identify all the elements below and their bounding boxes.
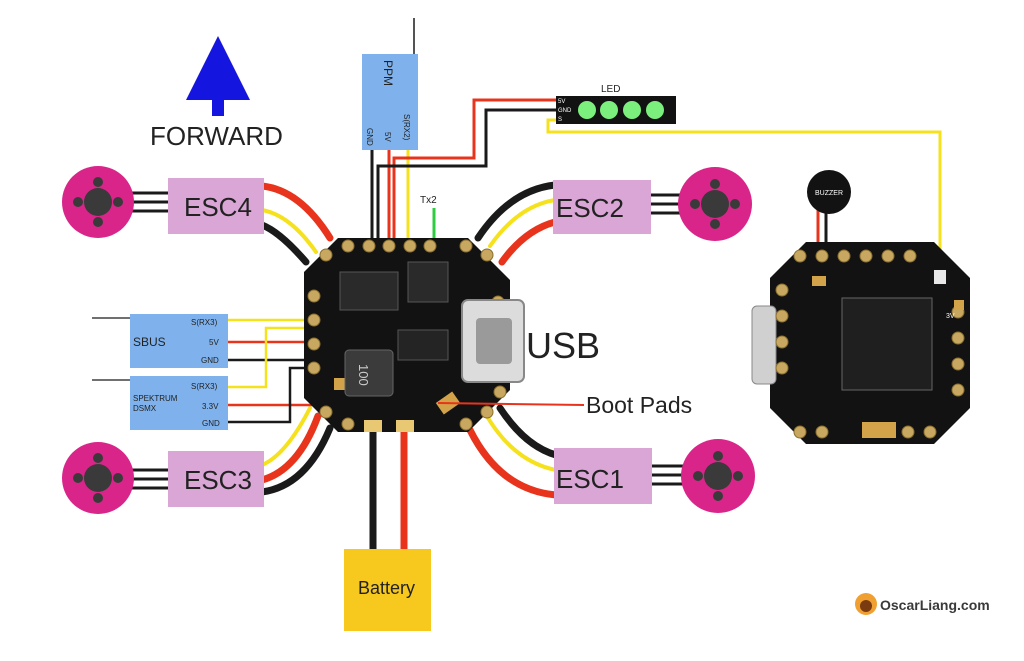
esc-wires <box>258 181 560 499</box>
receiver-wires <box>92 317 340 424</box>
sbus-receiver: SBUS S(RX3) 5V GND <box>130 314 228 368</box>
usb-label: USB <box>526 325 600 366</box>
motor-1 <box>681 439 755 513</box>
motor-3 <box>62 442 134 514</box>
sbus-pin-5v: 5V <box>209 338 219 347</box>
led-pin-gnd: GND <box>558 108 572 114</box>
led-pin-5v: 5V <box>558 99 565 105</box>
led-pin-s: S <box>558 117 562 123</box>
ppm-title: PPM <box>381 60 395 86</box>
led-wires <box>376 98 942 276</box>
rear-pad-label: 3V <box>946 313 955 320</box>
esc1-box: ESC1 <box>554 448 652 504</box>
battery-label: Battery <box>358 578 415 598</box>
esc4-box: ESC4 <box>168 178 264 234</box>
spektrum-receiver: SPEKTRUM DSMX S(RX3) 3.3V GND <box>130 376 228 430</box>
boot-pads-pointer <box>437 402 585 406</box>
buzzer: BUZZER <box>807 170 851 214</box>
watermark: OscarLiang.com <box>855 593 990 615</box>
battery-wires <box>369 428 408 552</box>
ppm-pin-gnd: GND <box>365 128 374 146</box>
forward-label: FORWARD <box>150 121 283 151</box>
ppm-receiver: PPM GND 5V S(RX2) <box>362 54 418 150</box>
sbus-pin-gnd: GND <box>201 356 219 365</box>
esc4-label: ESC4 <box>184 192 252 222</box>
spektrum-title-1: SPEKTRUM <box>133 394 178 403</box>
flight-controller-board: 100 <box>304 238 525 432</box>
flight-controller-rear: 3V <box>751 242 970 444</box>
motor-leads <box>130 191 684 490</box>
esc1-label: ESC1 <box>556 464 624 494</box>
motor-4 <box>62 166 134 238</box>
spektrum-title-2: DSMX <box>133 404 157 413</box>
ppm-pin-signal: S(RX2) <box>402 114 411 141</box>
esc3-label: ESC3 <box>184 465 252 495</box>
led-strip: 5V GND S <box>556 96 676 124</box>
buzzer-label: BUZZER <box>815 190 843 197</box>
inductor-label: 100 <box>356 364 371 386</box>
watermark-text: OscarLiang.com <box>880 597 990 613</box>
usb-port-icon <box>461 299 525 383</box>
spektrum-pin-signal: S(RX3) <box>191 382 218 391</box>
spektrum-pin-3v3: 3.3V <box>202 402 219 411</box>
led-label: LED <box>601 84 620 95</box>
forward-arrow-icon <box>186 36 250 116</box>
sbus-title: SBUS <box>133 335 166 349</box>
esc2-label: ESC2 <box>556 193 624 223</box>
motor-2 <box>678 167 752 241</box>
boot-pads-label: Boot Pads <box>586 392 692 418</box>
sbus-pin-signal: S(RX3) <box>191 318 218 327</box>
tx2-label: Tx2 <box>420 195 437 206</box>
ppm-pin-5v: 5V <box>383 132 392 142</box>
esc2-box: ESC2 <box>553 180 651 234</box>
spektrum-pin-gnd: GND <box>202 419 220 428</box>
battery: Battery <box>344 549 431 631</box>
ppm-wires <box>370 18 415 240</box>
esc3-box: ESC3 <box>168 451 264 507</box>
